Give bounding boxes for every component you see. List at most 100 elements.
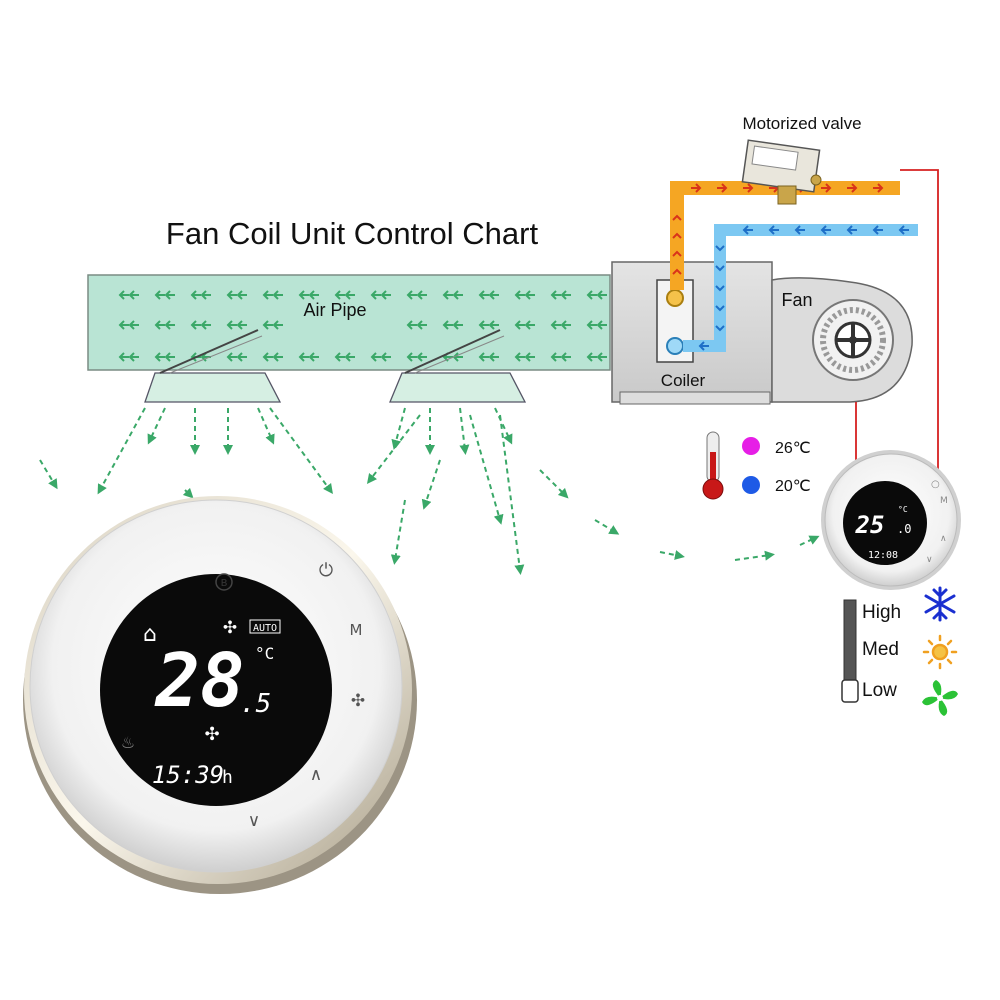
air-spread-arrow <box>659 550 685 560</box>
air-flow-arrow <box>488 352 499 362</box>
hot-flow-arrow <box>717 183 728 193</box>
air-flow-arrow <box>514 290 525 300</box>
motorized-valve <box>741 139 822 205</box>
air-flow-arrow <box>308 352 319 362</box>
fan-mode-icon: ✣ <box>223 618 237 638</box>
cold-flow-arrow <box>715 285 725 292</box>
air-flow-arrow <box>128 320 139 330</box>
air-flow-arrow <box>272 290 283 300</box>
air-flow-arrow <box>586 290 597 300</box>
air-flow-arrow <box>560 290 571 300</box>
large-time-suffix: h <box>222 767 233 788</box>
air-flow-arrow <box>514 352 525 362</box>
air-spread-arrow <box>499 414 525 575</box>
air-flow-arrow <box>118 352 129 362</box>
speed-low-label: Low <box>862 680 897 701</box>
cold-temp-label: 20℃ <box>775 478 811 495</box>
air-spread-arrow <box>469 414 504 525</box>
air-flow-arrow <box>416 320 427 330</box>
slider-knob[interactable] <box>841 679 859 703</box>
air-flow-arrow <box>236 352 247 362</box>
air-flow-arrow <box>298 352 309 362</box>
speed-high-label: High <box>862 602 901 623</box>
fan-housing: Fan <box>771 277 913 403</box>
air-flow-arrow <box>128 290 139 300</box>
air-spread-arrow <box>459 407 470 455</box>
small-mode-icon[interactable]: M <box>940 496 948 506</box>
small-time: 12:08 <box>868 550 898 561</box>
cold-flow-arrow <box>742 225 753 235</box>
air-spread-arrow <box>269 407 333 495</box>
hot-flow-arrow <box>821 183 832 193</box>
air-flow-arrow <box>416 352 427 362</box>
power-button[interactable]: ⏻ <box>319 560 333 581</box>
chart-title: Fan Coil Unit Control Chart <box>166 216 539 251</box>
air-diffuser-left <box>144 329 282 403</box>
air-flow-arrow <box>442 320 453 330</box>
air-flow-arrow <box>334 352 345 362</box>
air-flow-arrow <box>586 352 597 362</box>
air-flow-arrow <box>190 320 201 330</box>
up-button[interactable]: ∧ <box>310 765 322 785</box>
mode-button[interactable]: M <box>350 621 363 639</box>
small-power-icon[interactable]: ○ <box>931 479 940 490</box>
air-flow-arrow <box>478 290 489 300</box>
air-flow-arrow <box>380 290 391 300</box>
air-flow-arrow <box>406 352 417 362</box>
air-flow-arrow <box>370 290 381 300</box>
large-temp-decimal: .5 <box>240 689 271 719</box>
air-flow-arrow <box>596 352 607 362</box>
air-flow-arrow <box>442 290 453 300</box>
small-down-icon[interactable]: ∨ <box>926 555 933 565</box>
air-pipe-label: Air Pipe <box>303 300 366 320</box>
small-temp-unit: °C <box>898 505 908 514</box>
air-flow-arrow <box>488 320 499 330</box>
cold-flow-arrow <box>846 225 857 235</box>
fan-speed-slider[interactable] <box>841 599 859 703</box>
cold-temp-dot <box>742 476 760 494</box>
air-flow-arrow <box>550 320 561 330</box>
control-wire <box>900 169 939 470</box>
hot-temp-dot <box>742 437 760 455</box>
large-temp-value: 28 <box>153 638 244 724</box>
air-flow-arrow <box>406 320 417 330</box>
small-temp-value: 25 <box>855 511 885 539</box>
coiler-label: Coiler <box>661 371 706 390</box>
air-flow-arrow <box>334 290 345 300</box>
air-spread-arrow <box>539 469 569 499</box>
air-diffuser-right <box>389 329 527 403</box>
air-flow-arrow <box>128 352 139 362</box>
small-up-icon[interactable]: ∧ <box>940 534 947 544</box>
air-flow-arrow <box>308 290 319 300</box>
air-flow-arrow <box>344 290 355 300</box>
cold-flow-arrow <box>715 325 725 332</box>
air-flow-arrow <box>164 320 175 330</box>
hot-flow-arrow <box>672 214 682 221</box>
fan-button[interactable]: ✣ <box>351 691 365 711</box>
air-spread-arrow <box>182 487 194 499</box>
down-button[interactable]: ∨ <box>248 811 260 831</box>
air-spread-arrow <box>391 407 406 450</box>
cold-flow-arrow <box>898 225 909 235</box>
air-flow-arrow <box>298 290 309 300</box>
home-icon: ⌂ <box>143 622 157 647</box>
air-flow-arrow <box>370 352 381 362</box>
air-flow-arrow <box>406 290 417 300</box>
air-flow-arrow <box>478 320 489 330</box>
air-flow-arrow <box>560 320 571 330</box>
sun-icon <box>922 634 958 670</box>
large-thermostat: ʙ ⌂ ✣ AUTO 28 °C .5 ✣ ♨ 15:39 h ⏻ M ✣ ∧ … <box>23 496 417 894</box>
hot-flow-arrow <box>672 250 682 257</box>
air-flow-arrow <box>560 352 571 362</box>
air-flow-arrow <box>262 352 273 362</box>
air-spread-arrow <box>421 459 441 510</box>
small-thermostat-screen <box>843 481 927 565</box>
air-spread-arrow <box>390 499 406 565</box>
air-flow-arrow <box>154 352 165 362</box>
air-flow-arrow <box>200 290 211 300</box>
hot-flow-arrow <box>691 183 702 193</box>
bluetooth-icon: ʙ <box>221 575 228 589</box>
air-flow-arrow <box>262 320 273 330</box>
air-flow-arrow <box>488 290 499 300</box>
